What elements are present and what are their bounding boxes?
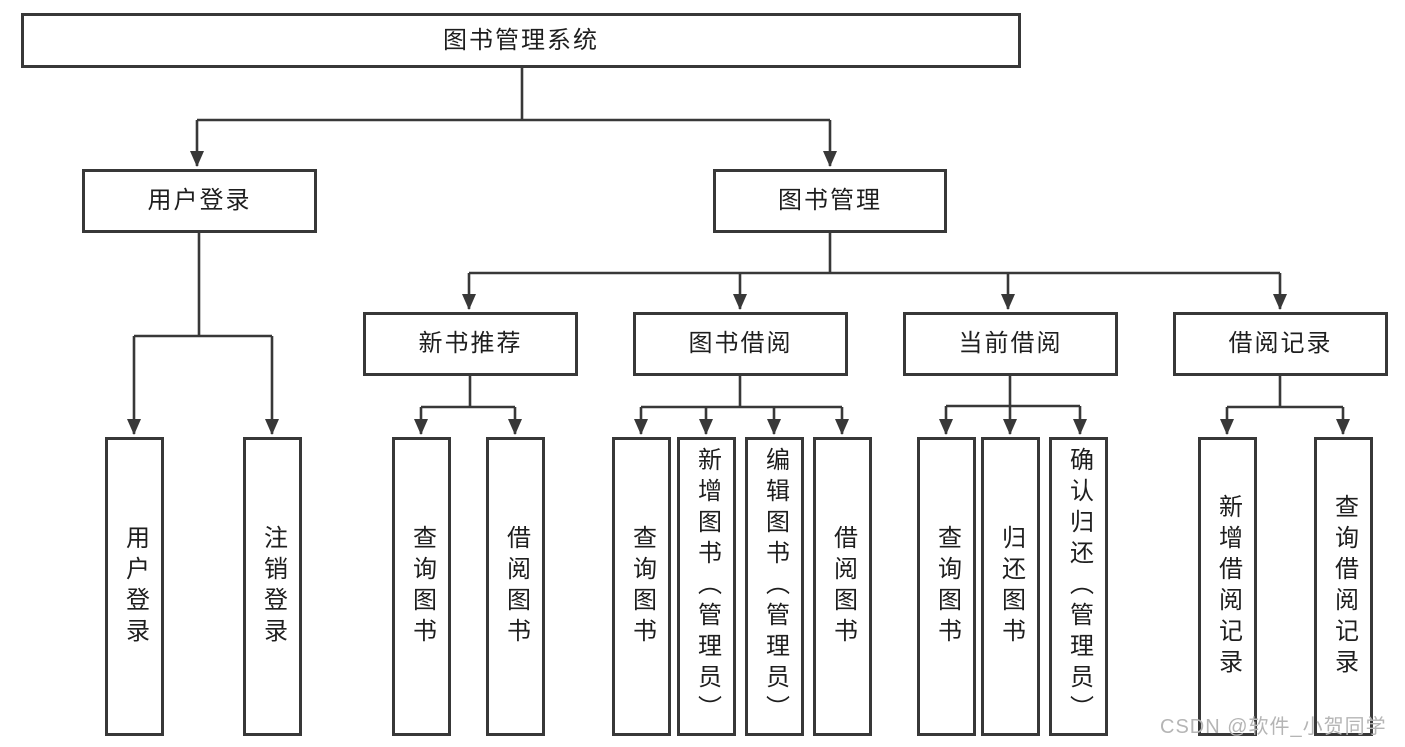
node-label: 图书借阅	[688, 330, 793, 357]
leaf-confirm-return-admin: 确认归还（管理员）	[1049, 437, 1108, 736]
leaf-label: 借阅图书	[829, 524, 857, 649]
node-label: 当前借阅	[958, 330, 1063, 357]
leaf-label: 查询图书	[628, 524, 656, 649]
leaf-label: 新增借阅记录	[1214, 493, 1242, 680]
node-book-management: 图书管理	[713, 169, 947, 233]
leaf-borrow-books-recommend: 借阅图书	[486, 437, 545, 736]
leaf-label: 确认归还（管理员）	[1065, 447, 1093, 726]
leaf-logout: 注销登录	[243, 437, 302, 736]
leaf-label: 注销登录	[259, 524, 287, 649]
node-book-borrowing: 图书借阅	[633, 312, 848, 376]
node-label: 图书管理系统	[443, 26, 599, 54]
leaf-query-books-current: 查询图书	[917, 437, 976, 736]
node-current-borrowing: 当前借阅	[903, 312, 1118, 376]
node-new-book-recommendation: 新书推荐	[363, 312, 578, 376]
leaf-edit-books-admin: 编辑图书（管理员）	[745, 437, 804, 736]
leaf-query-borrow-record: 查询借阅记录	[1314, 437, 1373, 736]
leaf-query-books-recommend: 查询图书	[392, 437, 451, 736]
leaf-label: 归还图书	[997, 524, 1025, 649]
leaf-label: 查询图书	[408, 524, 436, 649]
csdn-watermark: CSDN @软件_小贺同学	[1160, 716, 1387, 738]
node-user-login: 用户登录	[82, 169, 317, 233]
node-label: 借阅记录	[1228, 330, 1333, 357]
leaf-user-login: 用户登录	[105, 437, 164, 736]
node-label: 用户登录	[147, 187, 252, 214]
leaf-return-books: 归还图书	[981, 437, 1040, 736]
leaf-label: 新增图书（管理员）	[693, 447, 721, 726]
leaf-label: 查询图书	[933, 524, 961, 649]
leaf-label: 用户登录	[121, 524, 149, 649]
leaf-label: 编辑图书（管理员）	[761, 447, 789, 726]
leaf-query-books-borrow: 查询图书	[612, 437, 671, 736]
node-borrowing-records: 借阅记录	[1173, 312, 1388, 376]
leaf-borrow-books: 借阅图书	[813, 437, 872, 736]
leaf-label: 借阅图书	[502, 524, 530, 649]
node-library-management-system: 图书管理系统	[21, 13, 1021, 68]
leaf-label: 查询借阅记录	[1330, 493, 1358, 680]
node-label: 新书推荐	[418, 330, 523, 357]
leaf-add-borrow-record: 新增借阅记录	[1198, 437, 1257, 736]
leaf-add-books-admin: 新增图书（管理员）	[677, 437, 736, 736]
node-label: 图书管理	[778, 187, 882, 214]
